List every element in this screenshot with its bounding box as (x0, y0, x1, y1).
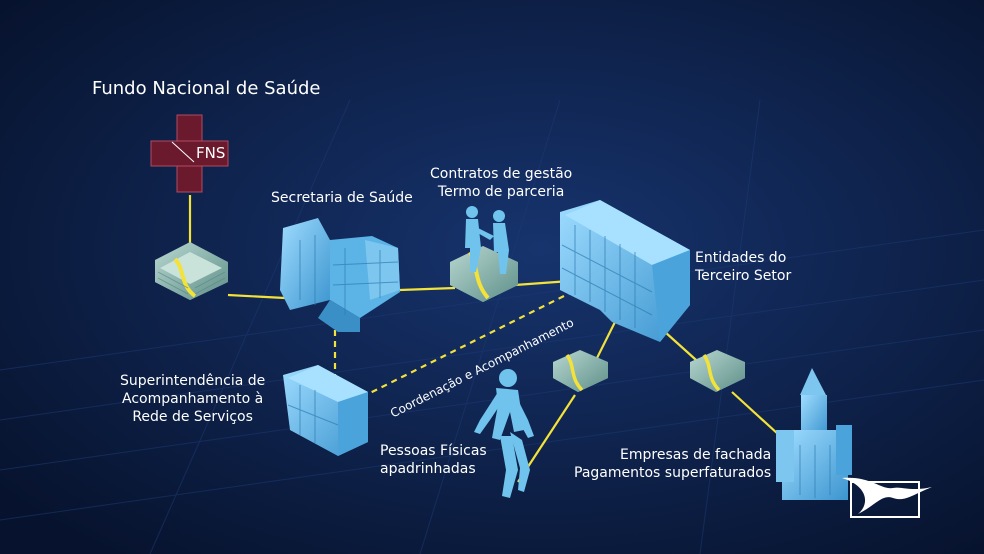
superintendencia-label-line: Acompanhamento à (122, 391, 264, 407)
background-grid (0, 99, 984, 554)
contratos-label: Contratos de gestão Termo de parceria (430, 165, 572, 201)
money-stack-icon (553, 350, 608, 392)
person-walking-icon (474, 369, 534, 498)
handshake-money-icon (450, 206, 518, 302)
connector-secretaria-contratos (399, 286, 456, 292)
empresas-label: Empresas de fachada Pagamentos superfatu… (574, 446, 771, 482)
money-stack-icon (155, 242, 228, 300)
secretaria-building-icon (280, 218, 400, 332)
connector-money-secretaria (227, 293, 286, 300)
superintendencia-label-line: Rede de Serviços (132, 409, 253, 425)
fns-badge: FNS (196, 144, 226, 162)
entidades-building-icon (560, 200, 690, 342)
empresas-castle-icon (776, 368, 852, 500)
page-title: Fundo Nacional de Saúde (92, 78, 321, 99)
contratos-label-line: Contratos de gestão (430, 166, 573, 182)
fns-cross-icon (150, 114, 229, 193)
pessoas-label-line: Pessoas Físicas (380, 443, 487, 459)
pessoas-label-line: apadrinhadas (380, 461, 476, 477)
superintendencia-label: Superintendência de Acompanhamento à Red… (120, 372, 265, 426)
entidades-label-line: Terceiro Setor (695, 268, 792, 284)
superintendencia-label-line: Superintendência de (120, 373, 266, 389)
money-stack-icon (690, 350, 745, 392)
empresas-label-line: Empresas de fachada (620, 447, 772, 463)
entidades-label-line: Entidades do (695, 250, 787, 266)
entidades-label: Entidades do Terceiro Setor (695, 249, 791, 285)
superintendencia-building-icon (283, 365, 368, 456)
connector-superintendencia-entidades (351, 287, 581, 403)
secretaria-label: Secretaria de Saúde (271, 190, 413, 206)
broadcaster-logo (842, 477, 932, 518)
pessoas-label: Pessoas Físicas apadrinhadas (380, 442, 487, 478)
empresas-label-line: Pagamentos superfaturados (574, 465, 772, 481)
contratos-label-line: Termo de parceria (437, 184, 565, 200)
